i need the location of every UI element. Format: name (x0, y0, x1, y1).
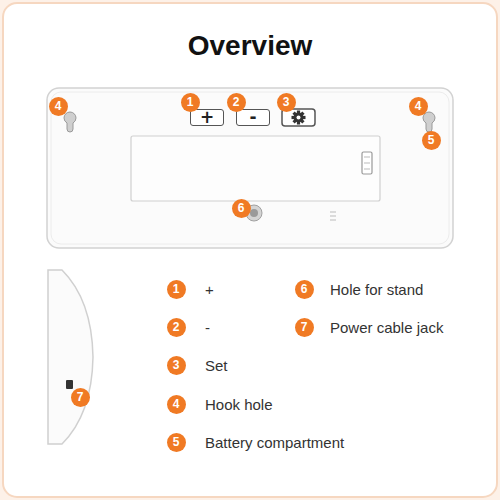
title: Overview (188, 30, 313, 62)
callout-number: 7 (71, 388, 90, 407)
callout-number: 6 (232, 199, 251, 218)
part-name: Hole for stand (330, 281, 423, 298)
part-name: Hook hole (205, 396, 273, 413)
callout-number: 4 (49, 97, 68, 116)
part-name: - (205, 319, 210, 336)
callout-number: 7 (295, 318, 314, 337)
callout-number: 6 (295, 280, 314, 299)
callout-number: 1 (167, 280, 186, 299)
callout-number: 2 (167, 318, 186, 337)
part-name: Power cable jack (330, 319, 443, 336)
callout-number: 5 (167, 433, 186, 452)
button-symbol: - (249, 109, 256, 126)
part-name: Battery compartment (205, 434, 344, 451)
callout-number: 4 (409, 97, 428, 116)
callout-number: 3 (277, 93, 296, 112)
callout-number: 1 (181, 93, 200, 112)
button: - (236, 109, 270, 126)
button: + (190, 109, 224, 126)
callout-number: 2 (227, 93, 246, 112)
part-name: Set (205, 357, 228, 374)
callout-number: 5 (422, 131, 441, 150)
part-name: + (205, 281, 214, 298)
callout-number: 3 (167, 356, 186, 375)
button-symbol: + (200, 109, 214, 126)
callout-number: 4 (167, 395, 186, 414)
